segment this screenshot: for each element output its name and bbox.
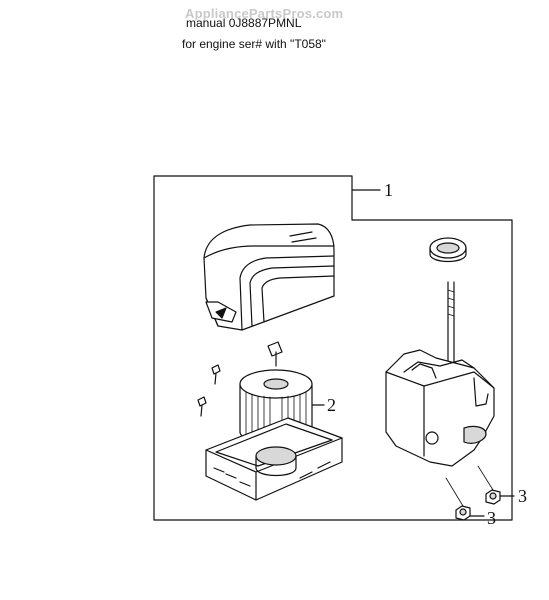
callout-3a: 3 bbox=[518, 486, 527, 506]
air-cleaner-base bbox=[205, 417, 343, 501]
callout-1: 1 bbox=[384, 180, 393, 200]
callout-2: 2 bbox=[327, 395, 336, 415]
screw-b bbox=[197, 396, 207, 417]
manual-number: manual 0J8887PMNL bbox=[186, 16, 302, 30]
nut-a bbox=[485, 489, 501, 505]
air-cleaner-cover bbox=[203, 223, 335, 331]
assembly-boundary bbox=[153, 175, 513, 521]
stud bbox=[447, 281, 455, 373]
screw-a bbox=[211, 364, 221, 385]
nut-leader-b bbox=[445, 477, 464, 507]
serial-note: for engine ser# with "T058" bbox=[182, 37, 326, 51]
watermark: AppliancePartsPros.com bbox=[185, 6, 344, 21]
clip bbox=[267, 341, 283, 367]
air-cleaner-case bbox=[385, 349, 495, 467]
callout-3b: 3 bbox=[487, 508, 496, 528]
gasket bbox=[429, 237, 467, 263]
nut-b bbox=[455, 505, 471, 521]
nut-leader-a bbox=[477, 465, 494, 491]
